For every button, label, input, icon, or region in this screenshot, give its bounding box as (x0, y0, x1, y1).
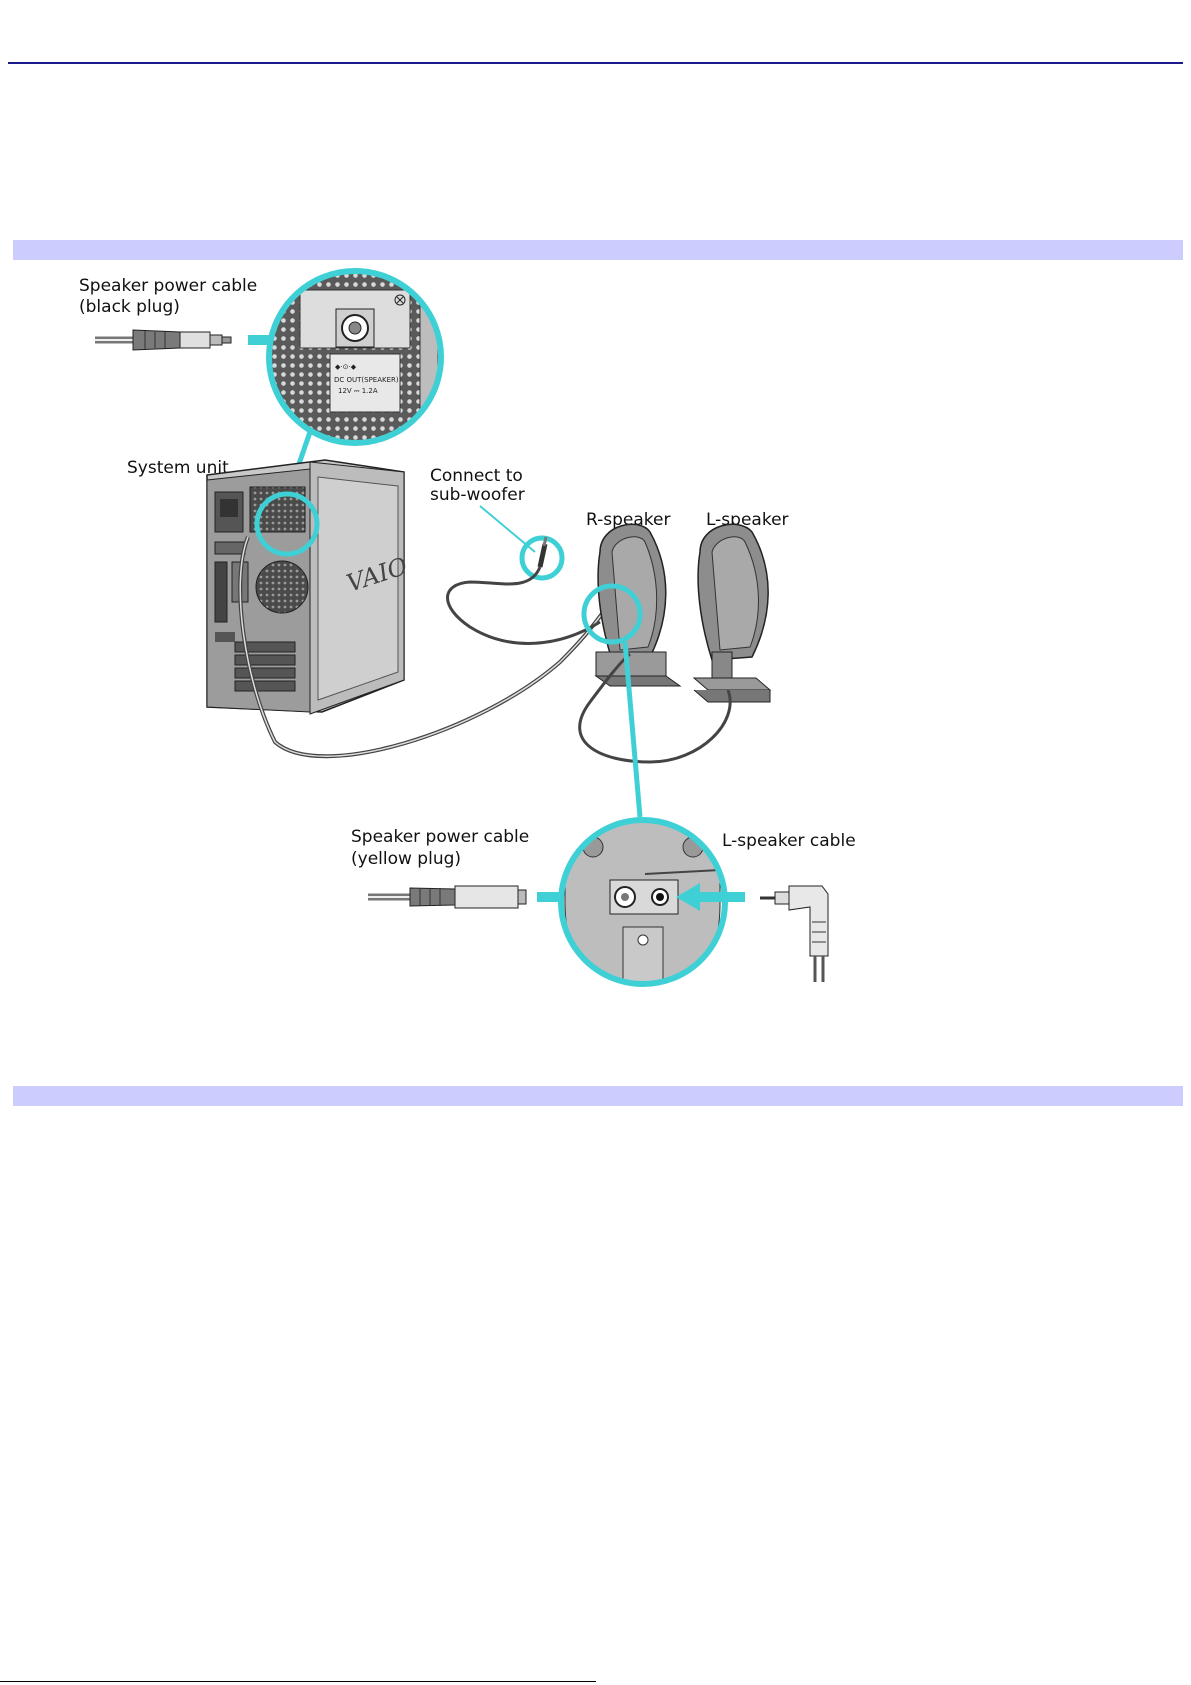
label-power-cable-black: Speaker power cable (79, 276, 257, 296)
l-speaker (694, 524, 770, 702)
footer-rule (0, 1681, 596, 1682)
svg-text:◆·⊙·◆: ◆·⊙·◆ (335, 363, 357, 371)
label-sub-woofer: sub-woofer (430, 485, 525, 505)
system-unit-tower: VAIO (207, 460, 411, 714)
header-rule (8, 62, 1183, 64)
label-connect-to: Connect to (430, 466, 523, 486)
label-black-plug: (black plug) (79, 297, 180, 317)
zoom-callout-speaker-jacks (561, 820, 725, 987)
black-plug-cable (95, 330, 231, 350)
yellow-plug-cable (368, 886, 526, 908)
speaker-connection-diagram: Speaker power cable (black plug) ◆·⊙·◆ D… (0, 262, 1191, 1002)
zoom-callout-dc-port: ◆·⊙·◆ DC OUT(SPEAKER) 12V ⎓ 1.2A (260, 271, 450, 452)
label-l-speaker-cable: L-speaker cable (722, 831, 856, 851)
subwoofer-cable (448, 567, 601, 643)
section-band-top (13, 240, 1183, 260)
port-marking-label: DC OUT(SPEAKER) (334, 376, 399, 384)
label-power-cable-yellow: Speaker power cable (351, 827, 529, 847)
label-yellow-plug: (yellow plug) (351, 849, 461, 869)
port-rating-label: 12V ⎓ 1.2A (338, 387, 378, 395)
section-band-bottom (13, 1086, 1183, 1106)
l-speaker-cable-plug (760, 886, 828, 982)
